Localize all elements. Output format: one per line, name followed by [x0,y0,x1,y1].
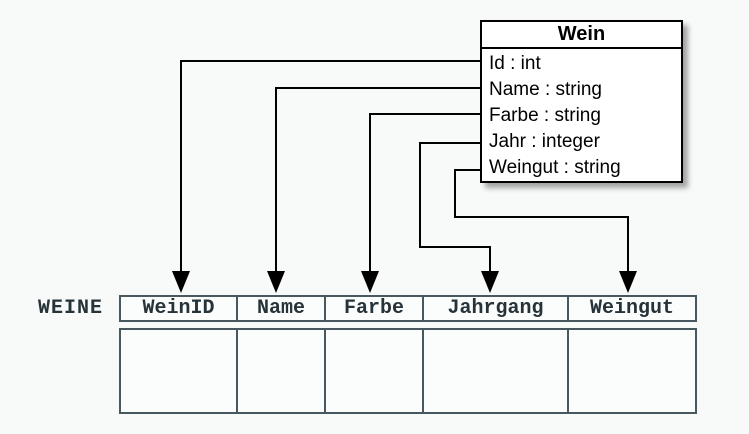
uml-class-attribute-list: Id : int Name : string Farbe : string Ja… [482,49,681,181]
column-header-farbe: Farbe [324,297,422,320]
uml-attribute-name: Name : string [489,79,602,100]
column-header-name: Name [236,297,324,320]
uml-attribute-jahr: Jahr : integer [489,131,600,152]
uml-attribute-farbe: Farbe : string [489,105,601,126]
connector-farbe-to-farbe [361,113,480,293]
connector-weingut-to-weingut [454,169,637,293]
table-cell-name [236,330,324,412]
column-header-weinid: WeinID [142,297,215,320]
connector-id-to-weinid [172,60,480,293]
table-cell-farbe [324,330,422,412]
connector-jahr-to-jahrgang [419,142,499,293]
column-header-weingut: Weingut [567,297,695,320]
table-body-row [119,328,697,414]
column-header-jahrgang: Jahrgang [422,297,567,320]
table-cell-weingut [567,330,695,412]
connector-name-to-name [267,87,480,293]
uml-class-wein: Wein Id : int Name : string Farbe : stri… [480,20,683,183]
table-header-row: WeinID Name Farbe Jahrgang Weingut [119,295,697,322]
uml-attribute-weingut: Weingut : string [489,157,621,178]
uml-attribute-id: Id : int [489,53,541,74]
table-cell-jahrgang [422,330,567,412]
table-name-label: WEINE [38,297,104,320]
table-cell-weinid [121,330,236,412]
uml-class-title: Wein [482,22,681,49]
